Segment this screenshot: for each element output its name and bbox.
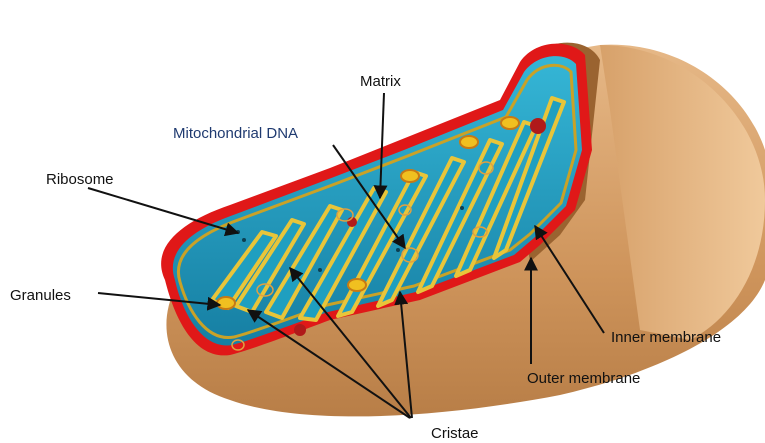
ribosome-body xyxy=(294,324,306,336)
label-granules: Granules xyxy=(10,287,71,304)
label-matrix: Matrix xyxy=(360,73,401,90)
granule xyxy=(217,297,235,309)
ribosome-dot xyxy=(318,268,322,272)
ribosome-body xyxy=(530,118,546,134)
ribosome-dot xyxy=(242,238,246,242)
label-cristae: Cristae xyxy=(431,425,479,442)
granule xyxy=(460,136,478,148)
label-mitochondrial-dna: Mitochondrial DNA xyxy=(173,125,298,142)
granule xyxy=(401,170,419,182)
granule xyxy=(501,117,519,129)
ribosome-dot xyxy=(396,248,400,252)
label-inner-membrane: Inner membrane xyxy=(611,329,721,346)
granule xyxy=(348,279,366,291)
label-ribosome: Ribosome xyxy=(46,171,114,188)
ribosome-dot xyxy=(460,206,464,210)
label-outer-membrane: Outer membrane xyxy=(527,370,640,387)
